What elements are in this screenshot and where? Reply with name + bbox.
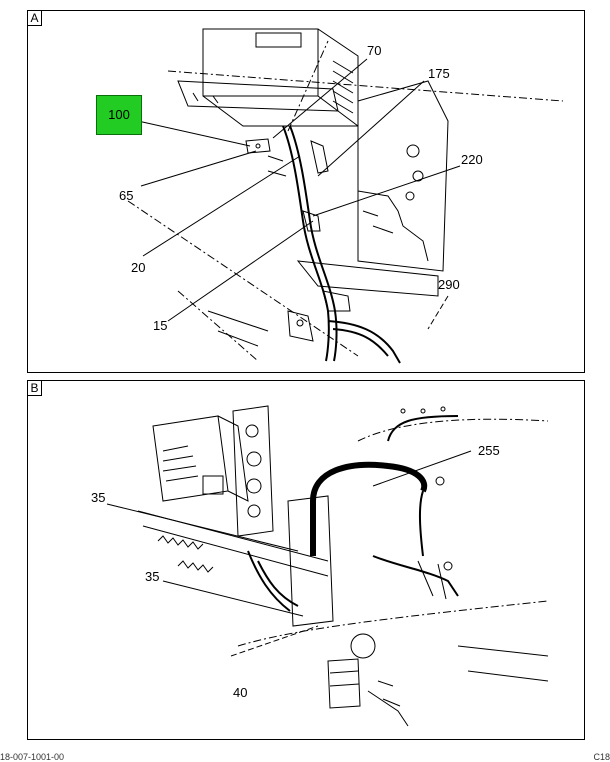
panel-b-illustration [106,405,549,727]
callout-15[interactable]: 15 [153,318,168,333]
callout-40[interactable]: 40 [233,685,248,700]
callout-20[interactable]: 20 [131,260,146,275]
diagram-panel-a: A [27,10,585,373]
diagram-panel-b: B [27,380,585,740]
callout-70[interactable]: 70 [367,43,382,58]
panel-label-a: A [28,11,42,26]
callout-175[interactable]: 175 [428,66,450,81]
panel-label-b: B [28,381,42,396]
callout-100-highlighted[interactable]: 100 [96,95,142,135]
callout-290[interactable]: 290 [438,277,460,292]
callout-35-lower[interactable]: 35 [145,569,160,584]
panel-a-illustration [127,28,564,364]
callout-220[interactable]: 220 [461,152,483,167]
footer-page-code: C18 [593,752,610,762]
callout-255[interactable]: 255 [478,443,500,458]
callout-35-upper[interactable]: 35 [91,490,106,505]
callout-65[interactable]: 65 [119,188,134,203]
footer-reference-code: 18-007-1001-00 [0,752,65,762]
